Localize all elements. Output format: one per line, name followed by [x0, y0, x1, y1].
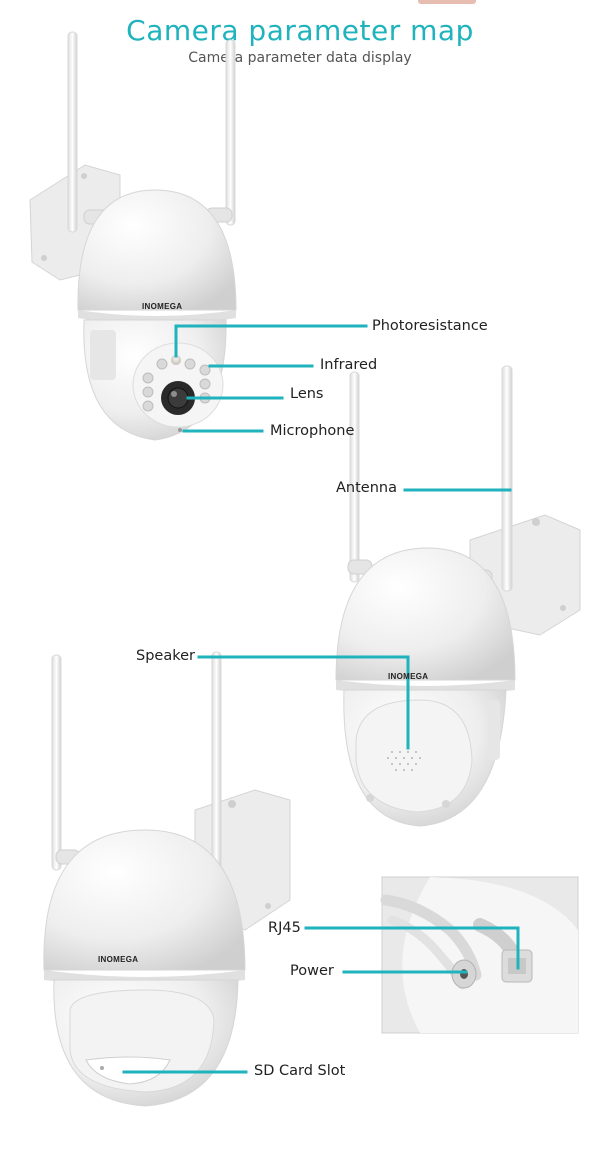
- lens-label: Lens: [290, 386, 324, 402]
- camera-bottom-view: [43, 651, 291, 1107]
- power-label: Power: [290, 963, 334, 979]
- antenna-label: Antenna: [336, 480, 397, 496]
- photoresistance-callout-line: [174, 324, 368, 358]
- brand-logo-rear: INOMEGA: [388, 672, 429, 681]
- sd-card-slot-label: SD Card Slot: [254, 1063, 346, 1079]
- page-title: Camera parameter map: [126, 14, 474, 47]
- camera-rear-view: [335, 365, 581, 827]
- camera-front-view: [29, 31, 237, 441]
- brand-logo-bottom: INOMEGA: [98, 955, 139, 964]
- page-subtitle: Camera parameter data display: [188, 50, 412, 66]
- speaker-label: Speaker: [136, 648, 195, 664]
- infrared-label: Infrared: [320, 357, 378, 373]
- top-decor-bar: [418, 0, 476, 4]
- callout-lines: [122, 324, 520, 1074]
- microphone-label: Microphone: [270, 423, 355, 439]
- brand-logo-front: INOMEGA: [142, 302, 183, 311]
- rj45-callout-line: [304, 926, 520, 970]
- connector-inset-photo: [380, 876, 579, 1034]
- speaker-callout-line: [197, 655, 410, 750]
- photoresistance-label: Photoresistance: [372, 318, 488, 334]
- rj45-label: RJ45: [268, 920, 301, 936]
